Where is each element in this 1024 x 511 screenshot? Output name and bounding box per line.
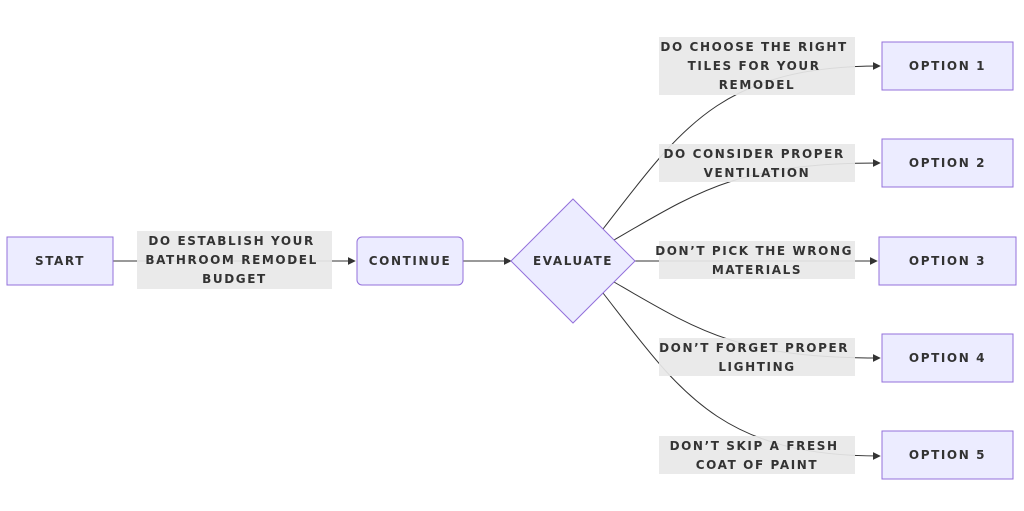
edge-label-materials: DON’T PICK THE WRONG MATERIALS xyxy=(655,241,859,279)
node-option3-box xyxy=(878,236,1017,286)
node-option2[interactable]: OPTION 2 xyxy=(881,138,1014,188)
svg-text:DON’T SKIP A FRESH COA: DON’T SKIP A FRESH COAT OF PAINT xyxy=(670,439,845,472)
svg-text:DO CHOOSE THE RIGHT TI: DO CHOOSE THE RIGHT TILES FOR YOUR REMOD… xyxy=(660,40,853,92)
node-option2-label: OPTION 2 xyxy=(909,156,986,170)
svg-text:DO ESTABLISH YOUR BATH: DO ESTABLISH YOUR BATHROOM REMODEL BUDGE… xyxy=(145,234,323,286)
edge-label-lighting-line-2: LIGHTING xyxy=(718,360,795,374)
edge-label-budget: DO ESTABLISH YOUR BATHROOM REMODEL BUDGE… xyxy=(137,231,332,289)
edge-label-ventilation-bg xyxy=(659,144,855,182)
edge-label-paint-line-2: COAT OF PAINT xyxy=(696,458,818,472)
node-option2-box xyxy=(881,138,1014,188)
nodes: START CONTINUE EVALUATE OPTION 1 OPTION … xyxy=(6,41,1017,480)
edge-label-tiles-line-3: REMODEL xyxy=(719,78,796,92)
node-option4-label: OPTION 4 xyxy=(909,351,986,365)
edge-label-paint: DON’T SKIP A FRESH COAT OF PAINT xyxy=(659,436,855,474)
edge-label-budget-line-2: BATHROOM REMODEL xyxy=(145,253,317,267)
node-continue-label: CONTINUE xyxy=(369,254,452,268)
node-start-box xyxy=(6,236,114,286)
edge-labels: DO ESTABLISH YOUR BATHROOM REMODEL BUDGE… xyxy=(137,37,859,474)
svg-text:DON’T FORGET PROPER LI: DON’T FORGET PROPER LIGHTING xyxy=(659,341,855,374)
node-continue[interactable]: CONTINUE xyxy=(356,236,464,286)
edge-label-lighting-bg xyxy=(659,338,855,376)
svg-text:DON’T PICK THE WRONG M: DON’T PICK THE WRONG MATERIALS xyxy=(655,244,859,277)
edge-label-tiles-bg xyxy=(659,37,855,95)
node-option5-label: OPTION 5 xyxy=(909,448,986,462)
node-evaluate-label: EVALUATE xyxy=(533,254,613,268)
node-evaluate-diamond xyxy=(510,198,636,324)
edge-label-materials-bg xyxy=(659,241,855,279)
node-option5-box xyxy=(881,430,1014,480)
node-option3[interactable]: OPTION 3 xyxy=(878,236,1017,286)
edge-label-ventilation: DO CONSIDER PROPER VENTILATION xyxy=(659,144,855,182)
edge-label-ventilation-line-1: DO CONSIDER PROPER xyxy=(663,147,844,161)
edge-label-tiles: DO CHOOSE THE RIGHT TILES FOR YOUR REMOD… xyxy=(659,37,855,95)
edge-label-lighting: DON’T FORGET PROPER LIGHTING xyxy=(659,338,855,376)
svg-text:DO CONSIDER PROPER VEN: DO CONSIDER PROPER VENTILATION xyxy=(663,147,850,180)
node-start[interactable]: START xyxy=(6,236,114,286)
node-start-label: START xyxy=(35,254,85,268)
edge-label-budget-bg xyxy=(137,231,332,289)
edge-label-paint-line-1: DON’T SKIP A FRESH xyxy=(670,439,839,453)
node-continue-box xyxy=(356,236,464,286)
edge-label-budget-line-1: DO ESTABLISH YOUR xyxy=(148,234,315,248)
edge-label-ventilation-line-2: VENTILATION xyxy=(704,166,811,180)
node-option3-label: OPTION 3 xyxy=(909,254,986,268)
node-evaluate[interactable]: EVALUATE xyxy=(510,198,636,324)
edge-label-budget-line-3: BUDGET xyxy=(202,272,267,286)
edge-label-materials-line-1: DON’T PICK THE WRONG xyxy=(655,244,853,258)
node-option4[interactable]: OPTION 4 xyxy=(881,333,1014,383)
edge-label-tiles-line-1: DO CHOOSE THE RIGHT xyxy=(660,40,847,54)
edge-label-tiles-line-2: TILES FOR YOUR xyxy=(688,59,821,73)
node-option4-box xyxy=(881,333,1014,383)
node-option1-label: OPTION 1 xyxy=(909,59,986,73)
node-option5[interactable]: OPTION 5 xyxy=(881,430,1014,480)
edge-label-paint-bg xyxy=(659,436,855,474)
node-option1[interactable]: OPTION 1 xyxy=(881,41,1014,91)
node-option1-box xyxy=(881,41,1014,91)
edge-label-lighting-line-1: DON’T FORGET PROPER xyxy=(659,341,849,355)
edge-label-materials-line-2: MATERIALS xyxy=(712,263,802,277)
